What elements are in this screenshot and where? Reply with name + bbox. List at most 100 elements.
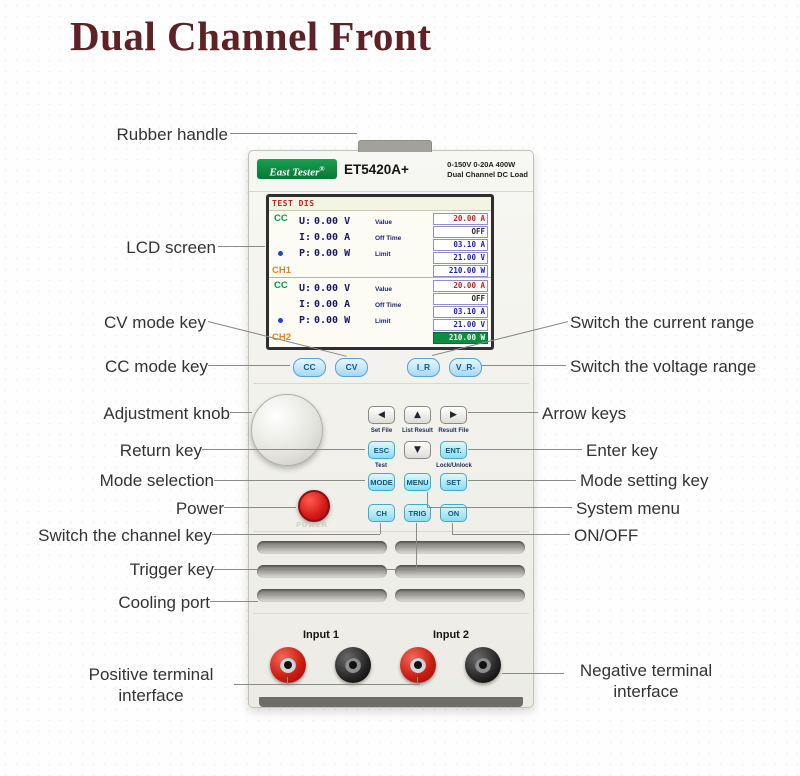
power-button[interactable] [298,490,330,522]
caption-lock-unlock: Lock/Unlock [436,463,472,469]
callout-line [416,523,417,569]
registered-mark: ® [319,165,325,173]
callout-line [452,534,570,535]
callout-line [481,365,566,366]
arrow-down-key[interactable]: ▼ [404,441,431,459]
readout-key: U: [299,283,312,294]
callout-line [417,677,418,684]
input-1-label: Input 1 [302,629,340,641]
panel-seam [253,383,529,384]
callout-line [468,449,582,450]
callout-lcd-screen: LCD screen [126,238,216,257]
callout-line [452,523,453,534]
spec-line-2: Dual Channel DC Load [447,170,528,179]
positive-terminal-2[interactable] [400,647,436,683]
callout-line [212,534,380,535]
model-number: ET5420A+ [344,162,409,177]
caption-set-file: Set File [370,428,393,434]
setting-box: 21.00 V [433,319,488,331]
callout-negative-terminal: Negative terminal interface [579,661,713,702]
callout-line [230,133,357,134]
adjustment-knob[interactable] [251,394,323,466]
setting-box: OFF [433,226,488,238]
readout-value: 0.00 W [314,315,351,326]
callout-on-off: ON/OFF [574,526,639,545]
terminal-hole [284,661,292,669]
input-2-label: Input 2 [432,629,470,641]
cooling-vent-slat [395,565,525,578]
field-label: Off Time [375,302,402,309]
panel-seam [253,613,529,614]
readout-key: I: [299,299,312,310]
callout-mode-selection: Mode selection [99,471,214,490]
screen-header: TEST DIS [269,197,491,211]
voltage-range-key[interactable]: V_R- [449,358,482,377]
field-label: Limit [375,251,391,258]
channel-2-setting-boxes: 20.00 A OFF 03.10 A 21.00 V 210.00 W [433,280,488,345]
readout-key: P: [299,315,312,326]
mode-key[interactable]: MODE [368,473,395,491]
rubber-handle-mount [358,140,432,152]
channel-2-indicator-dot [278,318,283,323]
readout-value: 0.00 A [314,232,351,243]
caption-test: Test [375,463,387,469]
channel-1-mode: CC [274,213,288,224]
callout-cc-mode-key: CC mode key [105,357,208,376]
channel-1-field-labels: Value Off Time Limit [375,215,401,263]
brand-logo: East Tester® [257,159,337,179]
cv-mode-key[interactable]: CV [335,358,368,377]
callout-system-menu: System menu [576,499,680,518]
setting-box: OFF [433,293,488,305]
menu-key[interactable]: MENU [404,473,431,491]
current-range-key[interactable]: I_R [407,358,440,377]
field-label: Value [375,286,392,293]
channel-key[interactable]: CH [368,504,395,522]
esc-key[interactable]: ESC [368,441,395,459]
diagram-title: Dual Channel Front [70,13,432,59]
callout-line [202,449,365,450]
device-base [259,697,523,707]
callout-rubber-handle: Rubber handle [116,125,228,144]
callout-positive-terminal: Positive terminal interface [88,665,214,706]
channel-2-readouts: U:0.00 V I:0.00 A P:0.00 W [299,281,350,329]
lcd-screen: TEST DIS CC CH1 U:0.00 V I:0.00 A P:0.00… [266,194,494,350]
negative-terminal-1[interactable] [335,647,371,683]
callout-line [218,246,265,247]
setting-box: 210.00 W [433,265,488,277]
trigger-key[interactable]: TRIG [404,504,431,522]
callout-line [502,673,564,674]
cooling-vent-slat [395,541,525,554]
callout-arrow-keys: Arrow keys [542,404,627,423]
enter-key[interactable]: ENT. [440,441,467,459]
callout-cooling-port: Cooling port [118,593,210,612]
cc-mode-key[interactable]: CC [293,358,326,377]
positive-terminal-1[interactable] [270,647,306,683]
channel-2-name: CH2 [272,332,292,343]
arrow-left-key[interactable]: ◀ [368,406,395,424]
cooling-vent-slat [257,565,387,578]
callout-line [214,569,416,570]
set-key[interactable]: SET [440,473,467,491]
on-off-key[interactable]: ON [440,504,467,522]
device-header: East Tester® ET5420A+ 0-150V 0-20A 400W … [249,151,533,192]
field-label: Limit [375,318,391,325]
callout-enter-key: Enter key [586,441,658,460]
brand-name: East Tester [269,166,320,179]
arrow-right-key[interactable]: ▶ [440,406,467,424]
callout-return-key: Return key [119,441,202,460]
readout-value: 0.00 V [314,216,351,227]
callout-line [380,523,381,534]
callout-line [208,365,290,366]
callout-power: Power [175,499,224,518]
negative-terminal-2[interactable] [465,647,501,683]
setting-box: 20.00 A [433,213,488,225]
arrow-up-key[interactable]: ▲ [404,406,431,424]
device-front-panel: East Tester® ET5420A+ 0-150V 0-20A 400W … [248,140,534,708]
readout-key: U: [299,216,312,227]
panel-seam [253,531,529,532]
callout-line [234,684,420,685]
channel-1-readouts: U:0.00 V I:0.00 A P:0.00 W [299,214,350,262]
cooling-vent-slat [395,589,525,602]
caption-list-result: List Result [402,428,433,434]
